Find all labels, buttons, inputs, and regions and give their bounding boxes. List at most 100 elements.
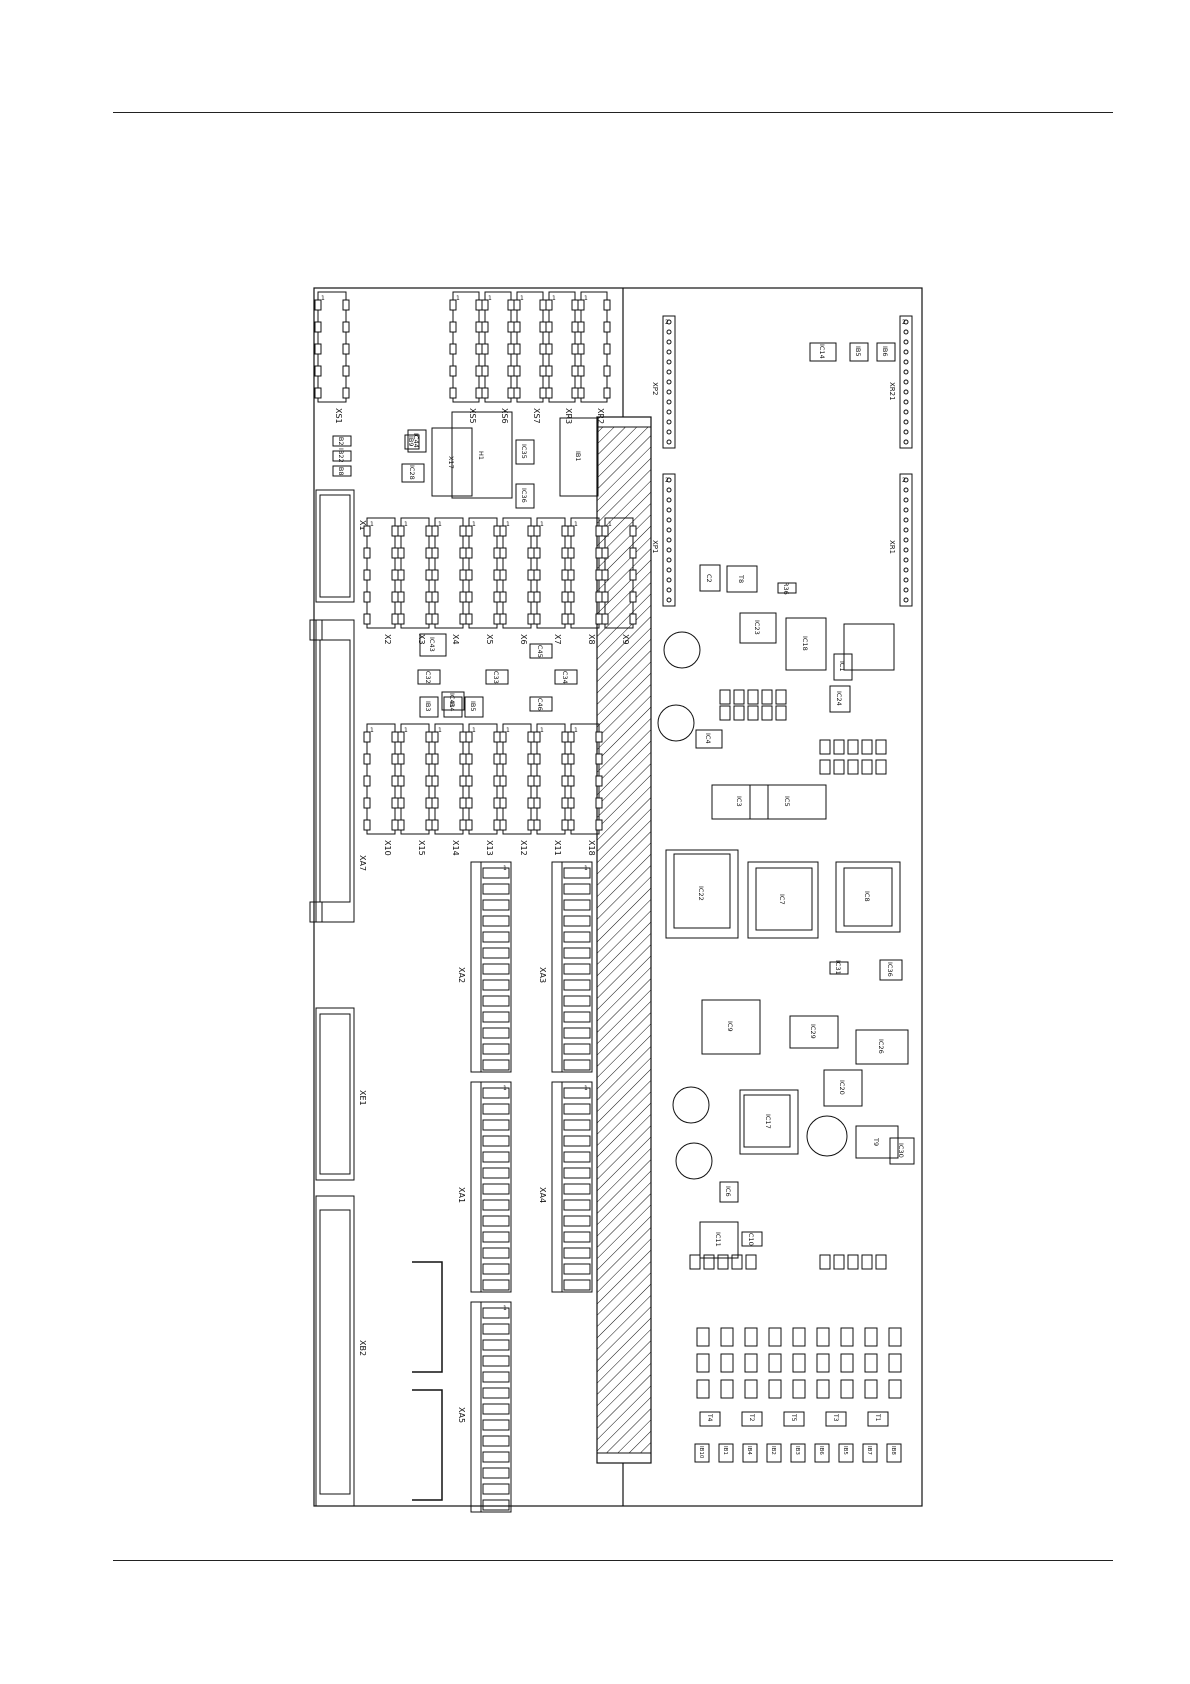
comp-right-4: T8 [726,565,758,593]
resistor [768,1327,782,1347]
comp-right-26: T9 [855,1125,899,1159]
small-resistor [819,1254,831,1270]
comp-right-25: IC6 [719,1181,739,1203]
terminal-xs5-label: XS5 [468,408,477,424]
connector-xa5: 1 [470,1301,512,1513]
comp-left-17: IC46 [529,696,553,712]
svg-text:IC3: IC3 [735,796,743,807]
svg-text:XE1: XE1 [358,1090,367,1106]
terminal-x3: 1 [397,517,433,629]
resistor [888,1327,902,1347]
comp-right-9: IC1 [833,653,853,681]
svg-text:IB1: IB1 [574,451,582,462]
terminal-x11-label: X11 [553,840,562,856]
resistor [816,1379,830,1399]
comp-right-3: C2 [699,564,721,592]
diode-ib10 [694,1443,710,1463]
terminal-x5: 1 [465,517,501,629]
terminal-x14-label: X14 [451,840,460,856]
small-resistor [775,689,787,705]
small-resistor [733,705,745,721]
comp-left-10: IB1 [559,417,599,497]
svg-text:IB3: IB3 [424,701,432,712]
resistor [720,1379,734,1399]
transistor-label: T1 [874,1413,881,1422]
svg-text:IC32: IC32 [424,669,432,684]
terminal-xs1: 1 [314,291,350,403]
svg-text:T8: T8 [737,574,745,583]
comp-left-7: X17 [431,427,473,497]
diode-label: IB10 [698,1446,704,1459]
capacitor-3 [675,1142,713,1180]
svg-text:1: 1 [438,727,442,734]
transistor-t1 [867,1411,889,1427]
resistor [696,1353,710,1373]
resistor [744,1327,758,1347]
diode-ib1 [718,1443,734,1463]
terminal-x2-label: X2 [383,634,392,645]
terminal-x13: 1 [465,723,501,835]
svg-text:1: 1 [584,1085,588,1092]
diode-ib7 [862,1443,878,1463]
comp-left-15: IC34 [554,669,578,685]
transistor-label: T2 [748,1413,755,1422]
comp-left-9: IC36 [515,483,535,509]
transistor-label: T4 [706,1413,713,1422]
svg-text:IC33: IC33 [492,669,500,684]
small-resistor [761,689,773,705]
resistor [816,1327,830,1347]
svg-text:X17: X17 [447,456,455,469]
diode-ib3 [790,1443,806,1463]
svg-text:IC1: IC1 [838,661,846,672]
comp-right-6: IC18 [785,617,827,671]
side-connector-x1: X1 [315,489,367,603]
resistor [720,1327,734,1347]
svg-text:1: 1 [574,521,578,528]
comp-right-0: IC14 [809,342,837,362]
resistor [864,1327,878,1347]
comp-left-2: IB8 [332,465,352,477]
svg-text:T9: T9 [872,1137,880,1146]
comp-right-16: IC9 [701,999,761,1055]
svg-text:IC28: IC28 [408,465,416,480]
terminal-x12: 1 [499,723,535,835]
terminal-x4-label: X4 [451,634,460,645]
comp-left-19: IB4 [443,696,463,718]
resistor [888,1353,902,1373]
resistor [816,1353,830,1373]
comp-right-5: R36 [777,582,797,595]
small-resistor [819,759,831,775]
svg-text:2: 2 [665,319,669,326]
diode-ib2 [766,1443,782,1463]
diode-ib4 [742,1443,758,1463]
capacitor-1 [657,704,695,742]
svg-text:1: 1 [472,521,476,528]
comp-left-18: IB3 [419,696,439,718]
small-resistor [833,759,845,775]
connector-xa3: 1 [551,861,593,1073]
small-resistor [719,705,731,721]
svg-text:IC9: IC9 [726,1021,734,1032]
resistor [768,1353,782,1373]
svg-text:1: 1 [503,865,507,872]
comp-left-16: IC45 [529,643,553,659]
resistor [720,1353,734,1373]
diode-label: IB5 [842,1446,848,1455]
terminal-x7: 1 [533,517,569,629]
svg-text:IB9: IB9 [407,436,415,447]
side-connector-xe1: XE1 [315,1007,367,1181]
terminal-x14: 1 [431,723,467,835]
svg-text:IC20: IC20 [838,1080,846,1095]
connector-xa4: 1 [551,1081,593,1293]
transistor-label: T3 [832,1413,839,1422]
connector-c01 [412,1389,443,1501]
svg-text:H1: H1 [477,451,485,460]
svg-text:XA7: XA7 [358,855,367,871]
svg-text:1: 1 [584,295,588,302]
connector-xa3-label: XA3 [538,967,547,983]
svg-text:IC22: IC22 [697,886,705,901]
comp-right-11: IC3 [711,784,769,820]
comp-right-1: IB5 [849,342,869,362]
terminal-xs7-label: XS7 [532,408,541,424]
svg-text:X1: X1 [358,520,367,531]
